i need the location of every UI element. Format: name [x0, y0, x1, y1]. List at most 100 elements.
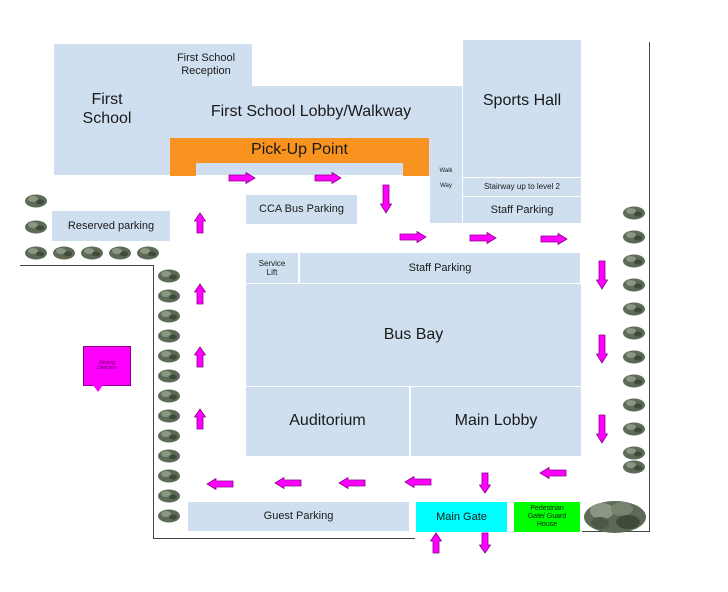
legend-marker-box: Driving Direction — [83, 346, 131, 386]
bush-icon — [623, 446, 645, 460]
bush-icon — [158, 469, 180, 483]
stairway-label: Stairway up to level 2 — [483, 182, 561, 192]
first-school-lobby-walkway: First School Lobby/Walkway — [160, 86, 462, 138]
arrow-left-icon — [338, 477, 366, 489]
first-school-label: First School — [82, 91, 132, 127]
sports-hall: Sports Hall — [463, 40, 581, 177]
bush-icon — [623, 422, 645, 436]
arrow-right-icon — [399, 231, 427, 243]
bush-icon — [623, 302, 645, 316]
bush-icon — [623, 398, 645, 412]
pedestrian-gate-label: Pedestrian Gate/ Guard House — [527, 504, 567, 529]
large-bush-icon — [584, 501, 646, 533]
pickup-side-left — [170, 138, 196, 176]
pedestrian-gate-guard-house[interactable]: Pedestrian Gate/ Guard House — [514, 502, 580, 532]
sports-hall-label: Sports Hall — [482, 92, 562, 109]
walkway-label-2: Way — [440, 182, 452, 189]
arrow-up-icon — [194, 408, 206, 430]
first-school-reception: First School Reception — [160, 44, 252, 86]
staff-parking-top: Staff Parking — [463, 197, 581, 223]
arrow-left-icon — [274, 477, 302, 489]
main-lobby: Main Lobby — [411, 387, 581, 456]
arrow-left-icon — [404, 476, 432, 488]
arrow-right-icon — [314, 172, 342, 184]
bush-icon — [81, 246, 103, 260]
bush-icon — [158, 389, 180, 403]
bush-icon — [623, 254, 645, 268]
auditorium-label: Auditorium — [289, 412, 366, 430]
lobby-walkway-label: First School Lobby/Walkway — [210, 102, 412, 120]
arrow-down-icon — [479, 532, 491, 554]
arrow-up-icon — [194, 283, 206, 305]
pickup-point: Pick-Up Point — [196, 138, 403, 163]
boundary-line-bottom — [153, 538, 415, 539]
arrow-left-icon — [539, 467, 567, 479]
bush-icon — [158, 289, 180, 303]
guest-parking: Guest Parking — [188, 502, 409, 531]
pickup-point-label: Pick-Up Point — [251, 141, 348, 159]
bush-icon — [158, 349, 180, 363]
cca-bus-parking-label: CCA Bus Parking — [259, 203, 344, 216]
bush-icon — [158, 369, 180, 383]
bush-icon — [158, 329, 180, 343]
arrow-right-icon — [540, 233, 568, 245]
auditorium: Auditorium — [246, 387, 409, 456]
arrow-down-icon — [596, 334, 608, 364]
reserved-parking: Reserved parking — [52, 211, 170, 241]
bush-icon — [137, 246, 159, 260]
bush-icon — [158, 449, 180, 463]
first-school: First School — [54, 44, 160, 175]
bush-icon — [158, 429, 180, 443]
main-lobby-label: Main Lobby — [454, 412, 538, 430]
bush-icon — [623, 460, 645, 474]
service-lift: Service Lift — [246, 253, 298, 283]
staff-parking-top-label: Staff Parking — [490, 203, 554, 216]
bus-bay: Bus Bay — [246, 284, 581, 386]
main-gate[interactable]: Main Gate — [416, 502, 507, 532]
bush-icon — [158, 509, 180, 523]
walkway-label-1: Walk — [439, 168, 453, 174]
boundary-line-right — [649, 42, 650, 532]
arrow-up-icon — [194, 346, 206, 368]
bush-icon — [623, 230, 645, 244]
reserved-parking-label: Reserved parking — [67, 219, 155, 232]
boundary-line-left — [153, 265, 154, 539]
arrow-right-icon — [469, 232, 497, 244]
boundary-line-left-top — [20, 265, 154, 266]
pickup-side-right — [403, 138, 429, 176]
guest-parking-label: Guest Parking — [263, 510, 334, 523]
bush-icon — [623, 374, 645, 388]
bush-icon — [109, 246, 131, 260]
first-school-reception-label: First School Reception — [176, 52, 236, 77]
arrow-down-icon — [479, 472, 491, 494]
main-gate-label: Main Gate — [436, 510, 487, 523]
staff-parking-main: Staff Parking — [300, 253, 580, 283]
legend-marker-pointer — [93, 385, 103, 392]
bush-icon — [25, 194, 47, 208]
bush-icon — [623, 278, 645, 292]
bush-icon — [158, 269, 180, 283]
walkway-connector: Walk Way — [430, 138, 462, 223]
bush-icon — [623, 350, 645, 364]
cca-bus-parking: CCA Bus Parking — [246, 195, 357, 224]
arrow-left-icon — [206, 478, 234, 490]
bush-icon — [25, 246, 47, 260]
legend-label: Driving Direction — [97, 359, 117, 371]
service-lift-label: Service Lift — [258, 258, 286, 277]
arrow-right-icon — [228, 172, 256, 184]
arrow-down-icon — [596, 414, 608, 444]
legend-marker: Driving Direction — [83, 346, 131, 392]
bush-icon — [158, 489, 180, 503]
bush-icon — [623, 326, 645, 340]
bush-icon — [25, 220, 47, 234]
bush-icon — [158, 309, 180, 323]
bus-bay-label: Bus Bay — [383, 325, 444, 343]
arrow-down-icon — [596, 260, 608, 290]
bush-icon — [158, 409, 180, 423]
bush-icon — [623, 206, 645, 220]
arrow-up-icon — [194, 212, 206, 234]
staff-parking-main-label: Staff Parking — [408, 261, 472, 274]
arrow-up-icon — [430, 532, 442, 554]
stairway: Stairway up to level 2 — [463, 178, 581, 196]
